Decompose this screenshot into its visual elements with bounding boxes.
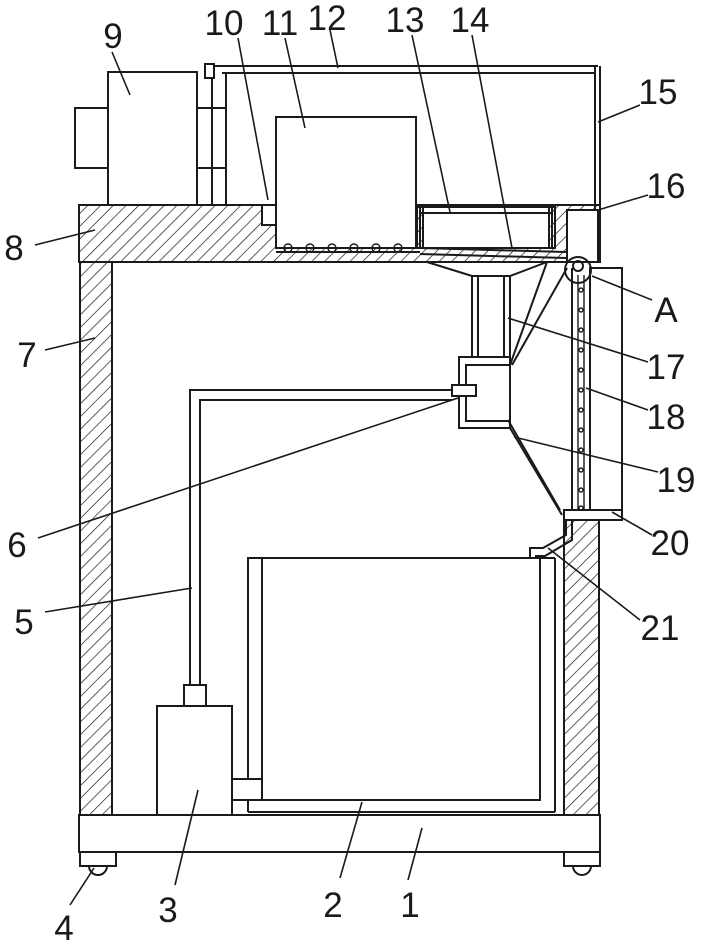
label-6: 6 <box>7 526 26 565</box>
label-a: A <box>654 291 678 330</box>
motor <box>75 72 226 205</box>
upper-funnel <box>427 262 547 276</box>
label-17: 17 <box>647 348 686 387</box>
label-2: 2 <box>323 886 342 925</box>
label-9: 9 <box>103 17 122 56</box>
label-18: 18 <box>647 398 686 437</box>
casing-foot <box>564 510 622 520</box>
label-20: 20 <box>651 524 690 563</box>
label-13: 13 <box>386 1 425 40</box>
label-8: 8 <box>4 229 23 268</box>
block-16 <box>567 210 598 262</box>
label-12: 12 <box>308 0 347 38</box>
tank-2 <box>248 558 555 812</box>
tray-13 <box>417 207 555 248</box>
label-7: 7 <box>17 336 36 375</box>
lower-cone-19-edge <box>508 420 560 510</box>
pump-neck <box>184 685 206 706</box>
chain-18 <box>572 268 590 518</box>
label-4: 4 <box>54 909 73 946</box>
box-11 <box>276 117 416 248</box>
label-10: 10 <box>205 4 244 43</box>
label-14: 14 <box>451 1 490 40</box>
connector <box>232 779 262 800</box>
block-10 <box>262 205 276 225</box>
label-1: 1 <box>400 886 419 925</box>
label-21: 21 <box>641 609 680 648</box>
right-caster <box>564 852 600 875</box>
label-3: 3 <box>158 891 177 930</box>
casing-20 <box>590 268 622 518</box>
label-16: 16 <box>647 167 686 206</box>
label-5: 5 <box>14 603 33 642</box>
left-caster <box>80 852 116 875</box>
nozzle-6 <box>452 385 476 396</box>
pump-3 <box>157 706 232 815</box>
left-wall <box>80 262 112 815</box>
label-15: 15 <box>639 73 678 112</box>
label-11: 11 <box>262 4 298 43</box>
label-19: 19 <box>657 461 696 500</box>
base-plate <box>79 815 600 852</box>
